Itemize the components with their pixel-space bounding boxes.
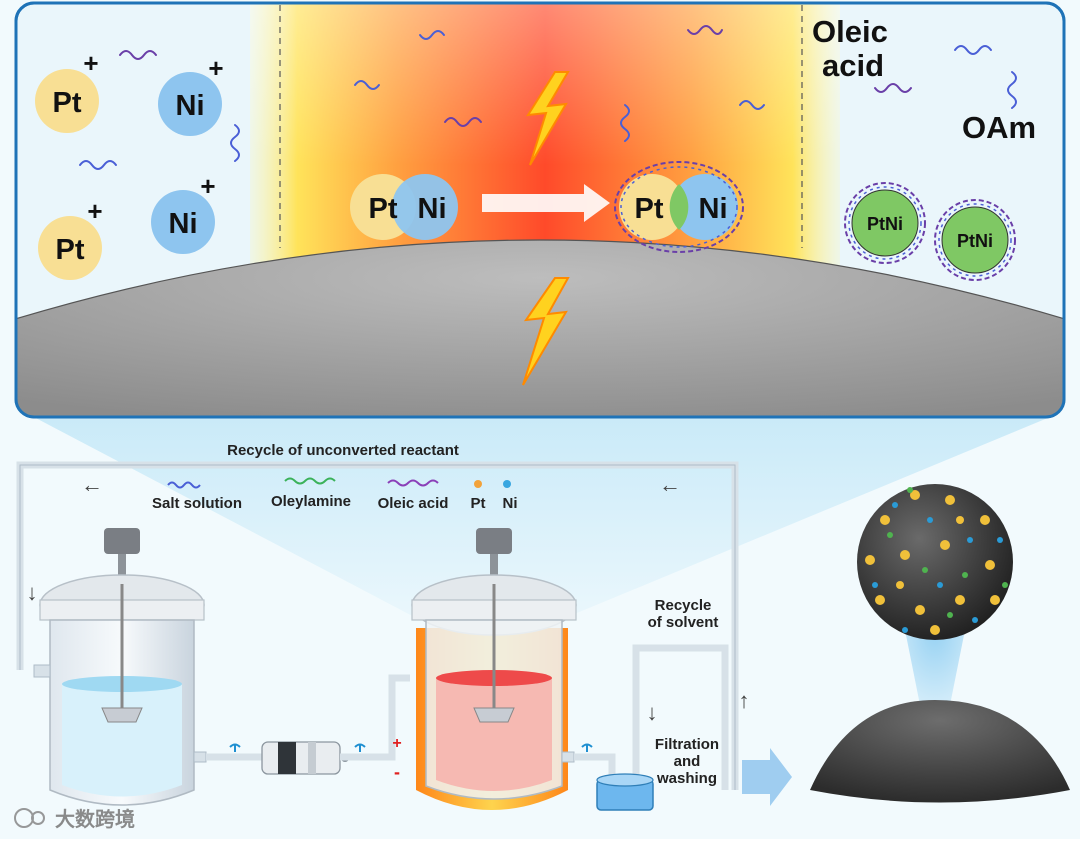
svg-text:PtNi: PtNi [957,231,993,251]
legend: Salt solution Oleylamine Oleic acid Pt N… [152,477,518,512]
filtration-label: Filtration [655,736,719,753]
particle-decoration [872,502,1003,633]
ni-ion: Ni + [158,53,224,136]
ptni-reactant: Pt Ni [350,174,458,240]
svg-text:Pt: Pt [635,193,664,225]
svg-text:Pt: Pt [56,234,85,266]
ptni-particle: PtNi [844,182,926,264]
svg-text:Oleic acid: Oleic acid [378,495,449,512]
svg-text:Ni: Ni [169,208,198,240]
pt-ion: Pt + [35,48,99,133]
filtration-unit [596,773,654,811]
arrow-down-icon: ↓ [647,700,658,725]
process-schematic: Recycle of unconverted reactant ← ← ↓ ↓ … [16,442,1070,811]
oleic-acid-swatch [387,479,439,487]
pipe [574,753,616,778]
svg-text:Pt: Pt [369,193,398,225]
svg-text:大数跨境: 大数跨境 [55,807,135,831]
pipe [340,674,410,761]
feed-reactor [33,528,207,806]
svg-text:Ni: Ni [418,193,447,225]
arrow-left-icon: ← [81,472,103,497]
oam-label: OAm [962,110,1036,145]
ligand-squiggles [79,25,1017,170]
ptni-product: Pt Ni [614,161,744,253]
filtration-label: washing [656,770,717,787]
lightning-icon [522,277,570,386]
heated-reactor [411,528,577,810]
arrow-left-icon: ← [659,472,681,497]
svg-text:Ni: Ni [176,90,205,122]
svg-text:PtNi: PtNi [867,214,903,234]
svg-text:+: + [87,196,102,226]
ni-swatch [503,480,511,488]
svg-text:Ni: Ni [503,495,518,512]
watermark: 大数跨境 [14,807,135,831]
valve-icon [229,743,241,752]
valve-icon [354,743,366,752]
solvent-pipe [632,644,729,790]
svg-text:Oleylamine: Oleylamine [271,493,351,510]
arrow-down-icon: ↓ [27,580,38,605]
arrow-up-icon: ↑ [739,688,750,713]
particle-decoration [887,487,1008,618]
negative-terminal: - [394,762,400,782]
ni-ion: Ni + [151,171,216,254]
catalyst-particle [857,484,1013,640]
valve-icon [581,743,593,752]
oleylamine-swatch [284,477,336,485]
recycle-solvent-label: of solvent [648,614,719,631]
ptni-particle: PtNi [934,199,1016,281]
svg-text:+: + [83,48,98,78]
pt-ion: Pt + [38,196,103,280]
pump [261,741,349,775]
positive-terminal: + [392,735,401,752]
recycle-solvent-label: Recycle [655,597,712,614]
svg-text:+: + [208,53,223,83]
oleic-acid-label: Oleic [812,14,888,49]
reaction-arrow [482,184,610,222]
output-arrow [742,748,792,806]
svg-text:Pt: Pt [53,87,82,119]
zoom-panel: Pt + Ni + Pt + Ni + [14,1,1066,419]
svg-text:Ni: Ni [699,193,728,225]
pt-swatch [474,480,482,488]
recycle-reactant-label: Recycle of unconverted reactant [227,442,459,459]
salt-solution-swatch [167,481,201,489]
filtration-label: and [674,753,701,770]
catalyst-powder-pile [810,700,1070,803]
svg-text:+: + [200,171,215,201]
svg-text:Pt: Pt [471,495,486,512]
svg-text:Salt solution: Salt solution [152,495,242,512]
oleic-acid-label: acid [822,48,884,83]
lightning-icon [526,71,570,166]
particle-decoration [865,490,1000,635]
